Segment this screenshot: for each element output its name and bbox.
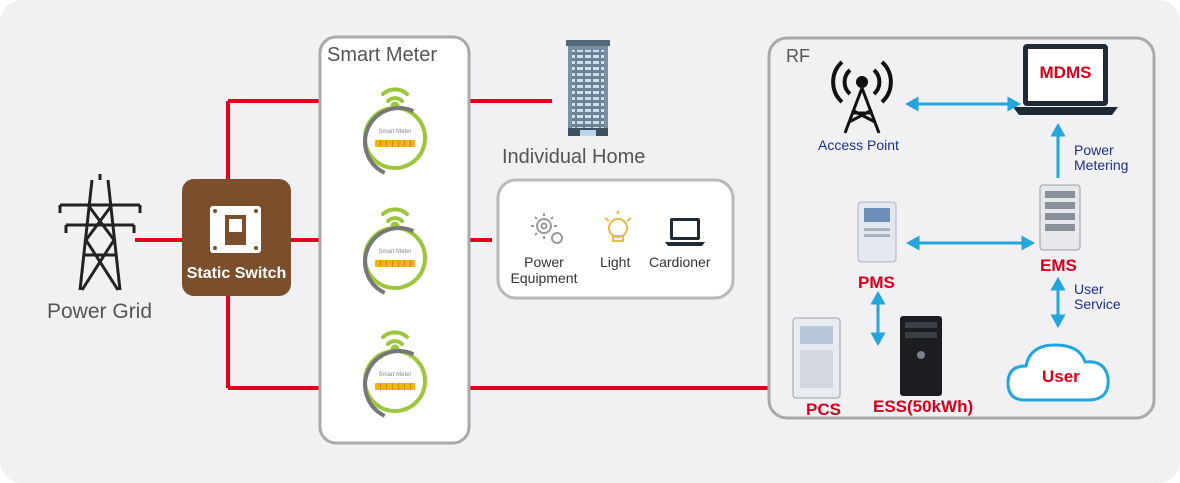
meter-face-label: Smart Meter (378, 372, 412, 378)
user-label: User (1042, 367, 1080, 386)
link-pms-ess (870, 290, 886, 347)
mdms-laptop-icon (1013, 44, 1118, 115)
light-label: Light (600, 254, 631, 270)
ess-unit-icon (900, 316, 942, 396)
link-ems-mdms (1050, 122, 1066, 178)
power-wires (135, 99, 800, 390)
link-pms-ems (905, 235, 1036, 251)
pms-device-icon (857, 201, 897, 263)
access-point-label: Access Point (818, 137, 899, 153)
smart-meter-3: Smart Meter (352, 338, 446, 432)
pcs-unit-icon (792, 317, 841, 399)
rf-label: RF (786, 46, 810, 66)
meter-face-label: Smart Meter (378, 129, 412, 135)
ems-label: EMS (1040, 256, 1077, 275)
gear-icon (531, 213, 563, 244)
transmission-tower-icon (58, 174, 142, 291)
link-ap-mdms (904, 96, 1022, 112)
user-service-label: User Service (1074, 281, 1121, 312)
pms-label: PMS (858, 273, 895, 292)
smart-meter-title: Smart Meter (327, 44, 438, 66)
power-grid-label: Power Grid (47, 300, 153, 323)
power-metering-label: Power Metering (1074, 142, 1129, 173)
data-links (870, 96, 1066, 347)
individual-home-label: Individual Home (502, 146, 646, 168)
cardioner-label: Cardioner (649, 254, 711, 270)
appliance-panel (496, 178, 735, 300)
server-icon (1039, 184, 1081, 251)
bulb-icon (604, 211, 632, 242)
static-switch-label: Static Switch (186, 265, 287, 282)
antenna-icon (831, 60, 893, 134)
building-icon (566, 40, 610, 136)
laptop-icon (665, 218, 705, 246)
smart-meter-1: Smart Meter (352, 95, 446, 189)
switch-icon (210, 206, 261, 253)
smart-meter-2: Smart Meter (352, 215, 446, 309)
power-equipment-label: Power Equipment (510, 254, 578, 286)
ess-label: ESS(50kWh) (873, 397, 974, 416)
link-ems-user (1050, 276, 1066, 329)
meter-face-label: Smart Meter (378, 249, 412, 255)
mdms-label: MDMS (1039, 63, 1092, 82)
pcs-label: PCS (806, 400, 841, 419)
cloud-icon (1006, 343, 1110, 402)
